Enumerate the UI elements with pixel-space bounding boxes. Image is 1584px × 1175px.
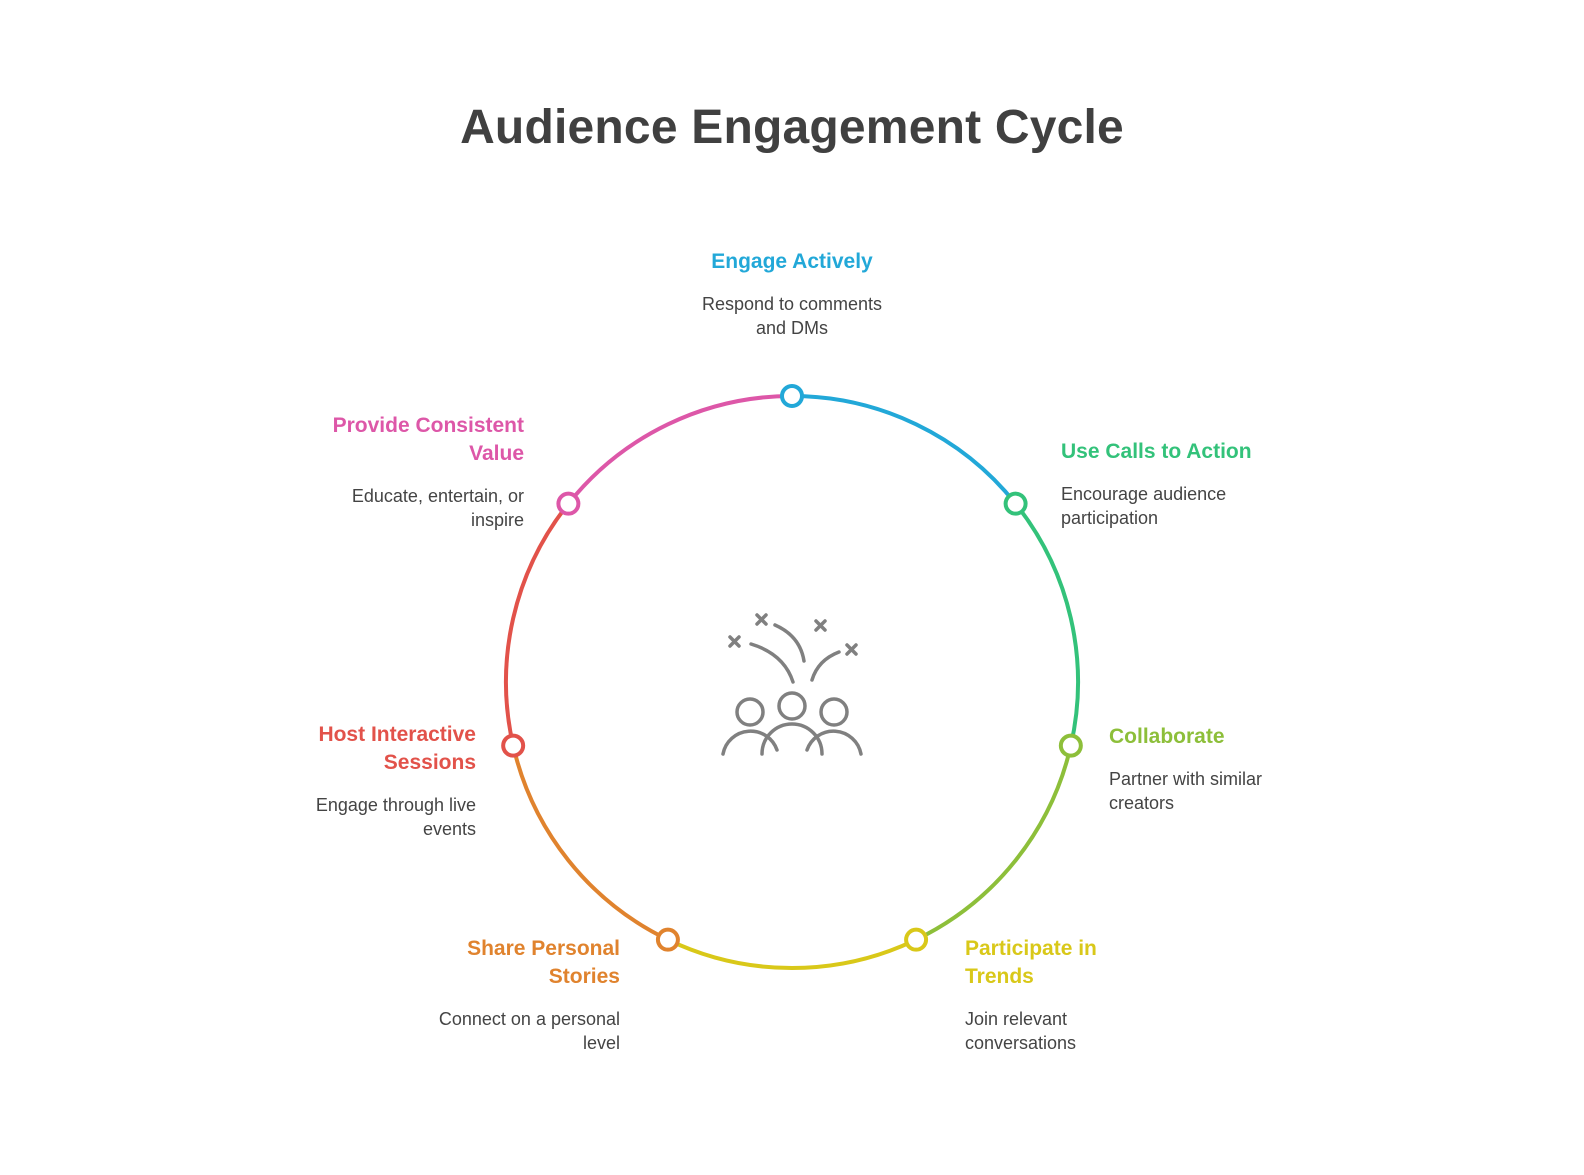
- step-description: Partner with similar creators: [1109, 769, 1263, 813]
- step-use-calls-to-action: Use Calls to Action Encourage audience p…: [1061, 438, 1321, 530]
- cycle-node: [904, 927, 929, 952]
- cycle-arc-segment: [1014, 502, 1080, 747]
- step-title: Share Personal Stories: [467, 937, 620, 988]
- cycle-arc-segment: [791, 394, 1018, 505]
- cycle-node: [780, 384, 804, 408]
- cycle-ring: [504, 394, 1080, 970]
- step-collaborate: Collaborate Partner with similar creator…: [1109, 723, 1349, 815]
- step-share-personal-stories: Share Personal Stories Connect on a pers…: [354, 935, 620, 1055]
- cycle-node: [556, 491, 581, 516]
- cycle-nodes: [501, 384, 1083, 952]
- step-description: Educate, entertain, or inspire: [351, 486, 524, 530]
- step-provide-consistent-value: Provide Consistent Value Educate, entert…: [264, 412, 524, 532]
- cycle-node: [655, 927, 680, 952]
- cycle-node: [501, 733, 526, 758]
- step-description: Encourage audience participation: [1061, 484, 1227, 528]
- step-title: Participate in Trends: [965, 937, 1097, 988]
- cycle-arc-segment: [566, 394, 793, 505]
- cycle-arc-segment: [511, 745, 669, 942]
- step-engage-actively: Engage Actively Respond to comments and …: [652, 248, 932, 340]
- cycle-node: [1003, 491, 1028, 516]
- step-title: Collaborate: [1109, 725, 1225, 748]
- step-description: Join relevant conversations: [965, 1009, 1077, 1053]
- step-host-interactive-sessions: Host Interactive Sessions Engage through…: [236, 721, 476, 841]
- step-title: Engage Actively: [711, 250, 873, 273]
- cycle-node: [1058, 733, 1083, 758]
- step-description: Connect on a personal level: [438, 1009, 620, 1053]
- audience-celebration-icon: [721, 613, 863, 756]
- step-title: Provide Consistent Value: [332, 414, 524, 465]
- step-title: Host Interactive Sessions: [318, 723, 476, 774]
- step-description: Respond to comments and DMs: [701, 294, 883, 338]
- step-title: Use Calls to Action: [1061, 440, 1252, 463]
- cycle-arc-segment: [915, 745, 1073, 942]
- step-description: Engage through live events: [315, 795, 476, 839]
- cycle-arc-segment: [667, 937, 917, 970]
- cycle-arc-segment: [504, 502, 570, 747]
- step-participate-in-trends: Participate in Trends Join relevant conv…: [965, 935, 1205, 1055]
- page-title: Audience Engagement Cycle: [460, 101, 1124, 154]
